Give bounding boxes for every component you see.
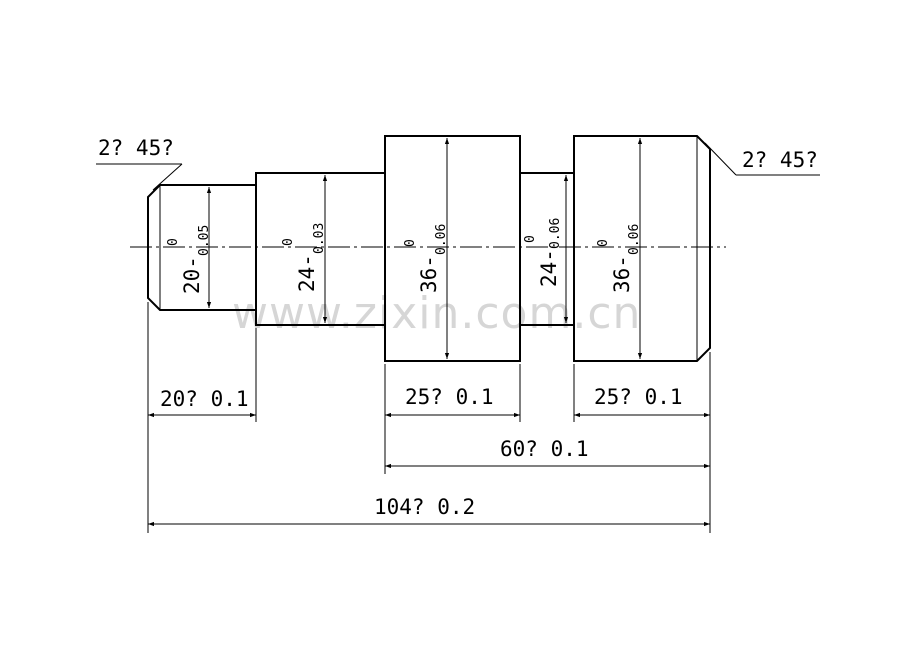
d2-main: 24-: [295, 254, 319, 292]
length-label-l35: 60? 0.1: [500, 437, 589, 461]
d3-tol: 0.06: [434, 224, 449, 255]
d5-upper: 0: [596, 239, 611, 247]
watermark: www.zixin.com.cn: [232, 288, 641, 339]
d4-main: 24-: [537, 249, 561, 287]
length-label-l5: 25? 0.1: [594, 385, 683, 409]
diameter-label-d4: 24- 0.06 0: [523, 218, 563, 287]
length-dims: 20? 0.1 25? 0.1 25? 0.1 60? 0.1 104? 0.2: [148, 385, 710, 527]
segment-1: [147, 184, 256, 311]
chamfer-label-left: 2? 45?: [98, 136, 174, 160]
chamfer-leader-left: 2? 45?: [96, 136, 183, 191]
d4-tol: 0.06: [548, 218, 563, 249]
diameter-label-d3: 36- 0.06 0: [403, 224, 449, 293]
d3-main: 36-: [417, 255, 441, 293]
d2-tol: 0.03: [312, 223, 327, 254]
shaft-outline: [147, 135, 711, 362]
d5-tol: 0.06: [627, 224, 642, 255]
diameter-dims: 20- 0.05 0 24- 0.03 0 36- 0.06 0 24- 0.0…: [166, 138, 643, 359]
diameter-label-d1: 20- 0.05 0: [166, 225, 212, 294]
d1-upper: 0: [166, 238, 181, 246]
d1-tol: 0.05: [197, 225, 212, 256]
segment-4: [520, 172, 574, 326]
d4-upper: 0: [523, 235, 538, 243]
segment-3: [384, 135, 521, 362]
length-label-l3: 25? 0.1: [405, 385, 494, 409]
diameter-label-d2: 24- 0.03 0: [281, 223, 327, 292]
chamfer-label-right: 2? 45?: [742, 148, 818, 172]
d1-main: 20-: [180, 256, 204, 294]
d2-upper: 0: [281, 238, 296, 246]
chamfer-leader-right: 2? 45?: [704, 142, 820, 176]
length-label-l1: 20? 0.1: [160, 387, 249, 411]
d3-upper: 0: [403, 239, 418, 247]
length-label-total: 104? 0.2: [374, 495, 475, 519]
d5-main: 36-: [610, 255, 634, 293]
extension-lines: [147, 302, 711, 533]
diameter-label-d5: 36- 0.06 0: [596, 224, 642, 293]
